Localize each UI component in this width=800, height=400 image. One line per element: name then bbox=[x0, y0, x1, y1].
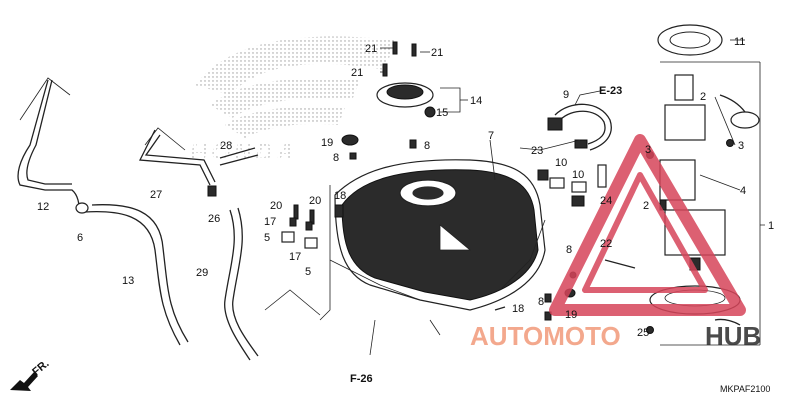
ref-label-e23: E-23 bbox=[599, 85, 622, 97]
callout-14: 14 bbox=[470, 95, 482, 107]
fuel-pump-module bbox=[646, 74, 760, 334]
callout-8: 8 bbox=[333, 152, 339, 164]
callout-8: 8 bbox=[538, 296, 544, 308]
diagram-code: MKPAF2100 bbox=[720, 384, 770, 394]
callout-17: 17 bbox=[264, 216, 276, 228]
callout-19: 19 bbox=[565, 309, 577, 321]
callout-21: 21 bbox=[365, 43, 377, 55]
watermark-text-a: AUTOMOTO bbox=[470, 321, 621, 351]
fuel-pump-packing-ring bbox=[657, 24, 723, 56]
callout-2: 2 bbox=[643, 200, 649, 212]
callout-21: 21 bbox=[431, 47, 443, 59]
callout-6: 6 bbox=[77, 232, 83, 244]
callout-26: 26 bbox=[208, 213, 220, 225]
callout-11: 11 bbox=[734, 36, 745, 48]
callout-numbers: 1 2 2 3 3 4 5 5 6 7 8 8 8 8 9 10 10 11 1… bbox=[37, 36, 774, 339]
callout-29: 29 bbox=[196, 267, 208, 279]
callout-4: 4 bbox=[740, 185, 746, 197]
callout-18: 18 bbox=[334, 190, 346, 202]
callout-28: 28 bbox=[220, 140, 232, 152]
callout-3: 3 bbox=[738, 140, 744, 152]
callout-15: 15 bbox=[436, 107, 448, 119]
callout-10: 10 bbox=[555, 157, 567, 169]
callout-27: 27 bbox=[150, 189, 162, 201]
mounting-bolts bbox=[281, 204, 318, 249]
callout-10: 10 bbox=[572, 169, 584, 181]
callout-17: 17 bbox=[289, 251, 301, 263]
fuel-cap-assembly bbox=[376, 41, 436, 118]
callout-25: 25 bbox=[637, 327, 649, 339]
ref-label-f26: F-26 bbox=[350, 373, 373, 385]
callout-9: 9 bbox=[563, 89, 569, 101]
callout-5: 5 bbox=[305, 266, 311, 278]
callout-21: 21 bbox=[351, 67, 363, 79]
fuel-tank-body bbox=[329, 159, 546, 311]
honda-wing-logo: HONDA bbox=[190, 36, 395, 166]
watermark-text-b: HUB bbox=[705, 321, 761, 351]
leader-lines bbox=[19, 39, 765, 356]
hose-assembly-left bbox=[17, 79, 259, 361]
callout-24: 24 bbox=[600, 195, 612, 207]
callout-19: 19 bbox=[321, 137, 333, 149]
callout-8: 8 bbox=[566, 244, 572, 256]
callout-20: 20 bbox=[270, 200, 282, 212]
callout-22: 22 bbox=[600, 238, 612, 250]
callout-3: 3 bbox=[645, 144, 651, 156]
front-arrow-icon: FR. bbox=[10, 358, 52, 391]
callout-8: 8 bbox=[424, 140, 430, 152]
callout-20: 20 bbox=[309, 195, 321, 207]
honda-logo-text: HONDA bbox=[190, 139, 298, 166]
automotohub-watermark: AUTOMOTO HUB bbox=[470, 134, 761, 351]
small-fasteners bbox=[334, 134, 636, 321]
callout-2: 2 bbox=[700, 91, 706, 103]
callout-7: 7 bbox=[488, 130, 494, 142]
callout-13: 13 bbox=[122, 275, 134, 287]
breather-hose bbox=[547, 103, 612, 151]
callout-12: 12 bbox=[37, 201, 49, 213]
callout-1: 1 bbox=[768, 220, 774, 232]
callout-18: 18 bbox=[512, 303, 524, 315]
callout-5: 5 bbox=[264, 232, 270, 244]
callout-23: 23 bbox=[531, 145, 543, 157]
